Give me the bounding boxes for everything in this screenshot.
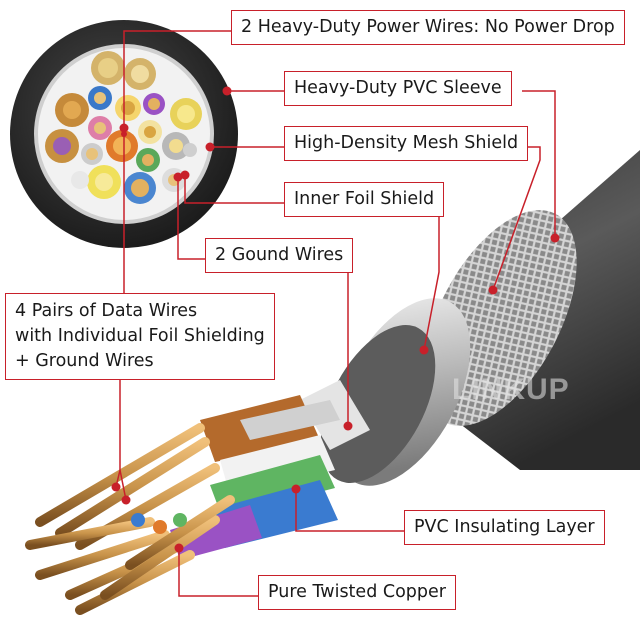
callout-pvc-sleeve: Heavy-Duty PVC Sleeve bbox=[284, 71, 512, 106]
callout-line-2: with Individual Foil Shielding bbox=[15, 326, 265, 346]
leader-lines bbox=[115, 30, 556, 597]
cross-section bbox=[10, 20, 238, 248]
callout-text: Inner Foil Shield bbox=[294, 189, 435, 209]
callout-mesh-shield: High-Density Mesh Shield bbox=[284, 126, 529, 161]
copper-strands bbox=[25, 423, 235, 615]
callout-text: 2 Heavy-Duty Power Wires: No Power Drop bbox=[241, 17, 615, 37]
cable-body bbox=[320, 150, 640, 486]
callout-line-3: + Ground Wires bbox=[15, 351, 154, 371]
leader-dots bbox=[111, 86, 560, 553]
callout-text: High-Density Mesh Shield bbox=[294, 133, 519, 153]
inner-conductors bbox=[170, 380, 370, 560]
callout-text: 2 Gound Wires bbox=[215, 245, 344, 265]
callout-text: Pure Twisted Copper bbox=[268, 582, 446, 602]
wire-bundles-section bbox=[45, 51, 202, 204]
callout-text: Heavy-Duty PVC Sleeve bbox=[294, 78, 502, 98]
callout-foil-shield: Inner Foil Shield bbox=[284, 182, 445, 217]
callout-pvc-insulating-layer: PVC Insulating Layer bbox=[404, 510, 605, 545]
callout-line-1: 4 Pairs of Data Wires bbox=[15, 301, 198, 321]
callout-data-pairs: 4 Pairs of Data Wires with Individual Fo… bbox=[5, 293, 275, 380]
callout-text: PVC Insulating Layer bbox=[414, 517, 595, 537]
callout-twisted-copper: Pure Twisted Copper bbox=[258, 575, 456, 610]
callout-power-wires: 2 Heavy-Duty Power Wires: No Power Drop bbox=[231, 10, 625, 45]
brand-watermark: LINKUP bbox=[452, 373, 570, 406]
callout-ground-wires: 2 Gound Wires bbox=[205, 238, 354, 273]
